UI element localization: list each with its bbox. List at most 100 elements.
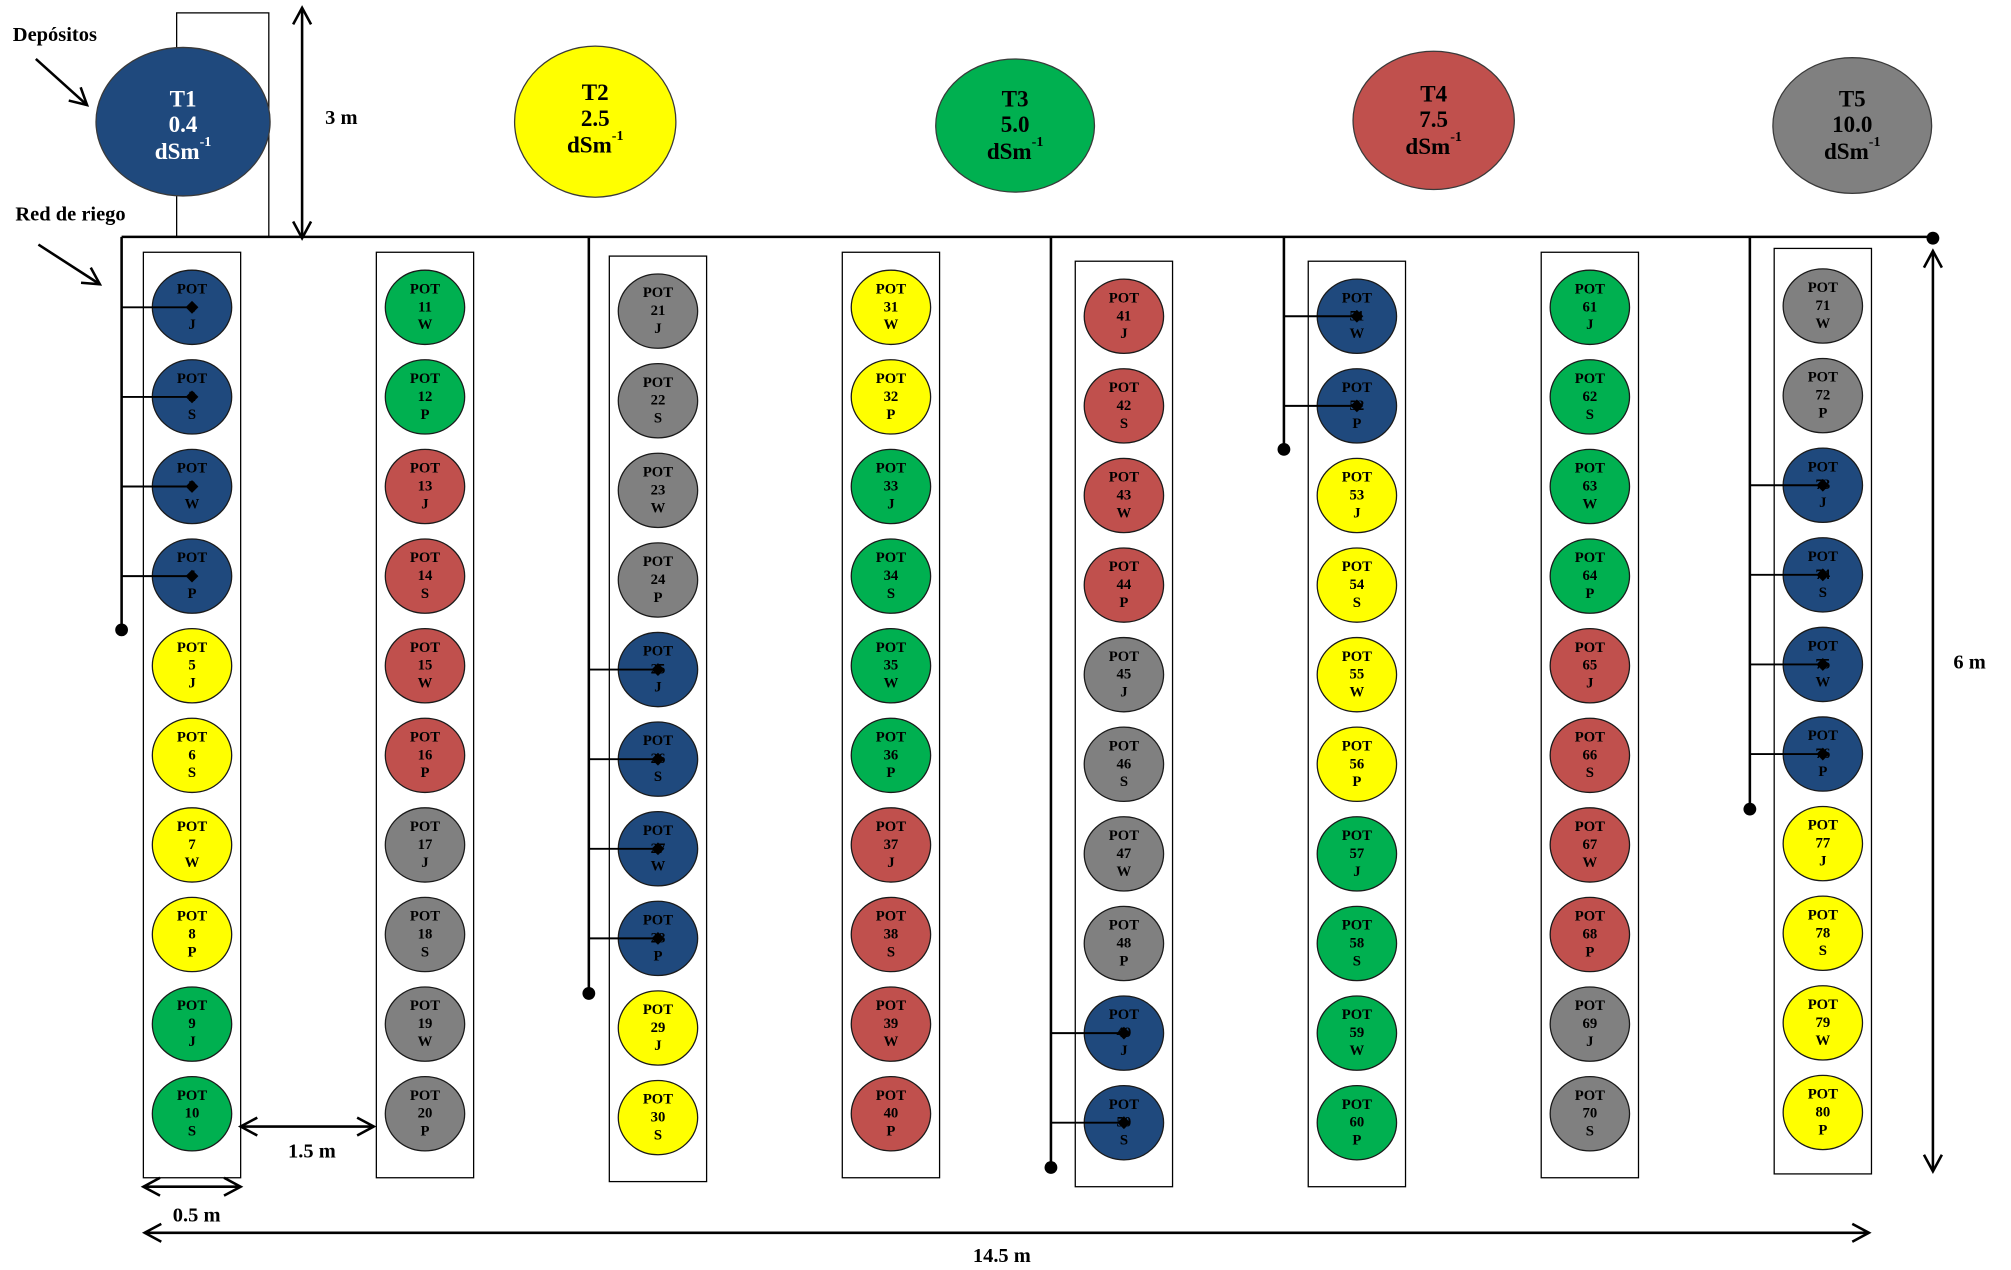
- pot-code: W: [1815, 674, 1830, 690]
- pot-code: W: [884, 1034, 899, 1050]
- pot-body: [1083, 905, 1165, 982]
- pot-number: 80: [1815, 1104, 1830, 1120]
- pot-body: [1782, 985, 1864, 1061]
- pot-number: 42: [1117, 398, 1132, 414]
- drip-emitter-pot-3: [185, 480, 199, 493]
- pot-label: POT: [876, 461, 906, 477]
- pot-code: S: [188, 1124, 196, 1140]
- pot-number: 70: [1582, 1106, 1597, 1122]
- pot-code: S: [887, 944, 895, 960]
- pot-body: [1782, 1074, 1864, 1151]
- pot-code: J: [1120, 685, 1127, 701]
- pot-number: 33: [884, 479, 899, 495]
- pot-body: [617, 990, 699, 1066]
- drip-emitter-pot-75: [1816, 658, 1830, 671]
- dimension-6m-label: 6 m: [1953, 651, 1985, 673]
- pot-body: [384, 807, 466, 883]
- tank-ec-value: 7.5: [1419, 106, 1448, 132]
- pot-column-3: POT21JPOT22SPOT23WPOT24PPOT25JPOT26SPOT2…: [608, 255, 708, 1183]
- pot-number: 39: [884, 1016, 899, 1032]
- pot-body: [384, 717, 466, 794]
- dimension-14-5m-head-right: [1851, 1222, 1872, 1243]
- tank-ec-unit: dSm-1: [155, 134, 212, 164]
- drip-emitter-pot-51: [1350, 309, 1364, 323]
- pot-number: 36: [884, 747, 899, 763]
- pot-body: [1083, 278, 1165, 355]
- pot-code: J: [1586, 317, 1593, 333]
- pot-code: J: [1353, 864, 1360, 880]
- pot-body: [850, 538, 932, 614]
- pot-body: [617, 542, 699, 618]
- pot-code: S: [188, 407, 196, 423]
- pot-code: S: [1353, 595, 1361, 611]
- pot-code: S: [421, 944, 429, 960]
- pot-label: POT: [643, 644, 673, 660]
- pot-number: 54: [1350, 577, 1365, 593]
- pot-label: POT: [177, 461, 207, 477]
- pot-label: POT: [643, 375, 673, 391]
- dimension-0-5m-head-right: [223, 1176, 244, 1197]
- tank-body: [1772, 57, 1933, 195]
- pot-code: S: [1586, 407, 1594, 423]
- pot-body: [1083, 547, 1165, 623]
- drip-emitter-pot-27: [651, 842, 665, 856]
- drip-lateral-column-1: [115, 236, 199, 637]
- pot-number: 15: [418, 658, 433, 674]
- pot-code: P: [1818, 764, 1827, 780]
- dimension-0-5m-label: 0.5 m: [173, 1204, 221, 1226]
- pot-code: J: [654, 679, 661, 695]
- pot-code: P: [1818, 406, 1827, 422]
- pot-number: 78: [1815, 925, 1830, 941]
- pot-number: 59: [1350, 1025, 1365, 1041]
- pot-label: POT: [1109, 290, 1139, 306]
- pot-number: 31: [884, 299, 899, 315]
- pot-code: W: [185, 496, 200, 512]
- pot-code: P: [1585, 944, 1594, 960]
- pot-body: [1316, 905, 1398, 982]
- pot-code: S: [421, 586, 429, 602]
- pot-label: POT: [410, 819, 440, 835]
- tank-ec-value: 2.5: [581, 105, 610, 131]
- main-line-end-cap: [1926, 231, 1940, 245]
- drip-emitter-pot-50: [1117, 1116, 1131, 1130]
- drip-emitter-pot-4: [185, 569, 199, 583]
- pot-code: S: [654, 411, 662, 427]
- pot-code: P: [1352, 416, 1361, 432]
- pot-code: P: [420, 1124, 429, 1140]
- pot-number: 5: [188, 658, 195, 674]
- pot-body: [151, 807, 233, 883]
- pot-body: [1316, 995, 1398, 1071]
- pot-code: J: [1120, 326, 1127, 342]
- tank-ec-unit-exponent: -1: [1450, 129, 1462, 145]
- pot-code: J: [654, 1038, 661, 1054]
- pot-body: [1782, 268, 1864, 344]
- pot-number: 63: [1582, 479, 1597, 495]
- pot-number: 37: [884, 837, 899, 853]
- pot-number: 34: [884, 568, 899, 584]
- pot-body: [1549, 807, 1631, 883]
- pot-column-4: POT31WPOT32PPOT33JPOT34SPOT35WPOT36PPOT3…: [841, 251, 941, 1179]
- pot-code: J: [887, 496, 894, 512]
- pot-code: J: [1353, 505, 1360, 521]
- drip-emitter-pot-76: [1816, 747, 1830, 761]
- pot-label: POT: [1808, 280, 1838, 296]
- drip-lateral-column-6: [1277, 236, 1364, 456]
- tank-ec-unit-exponent: -1: [200, 134, 212, 150]
- pot-code: J: [1120, 1043, 1127, 1059]
- pot-number: 18: [418, 927, 433, 943]
- pot-label: POT: [876, 729, 906, 745]
- pot-body: [617, 452, 699, 529]
- dimension-6m: 6 m: [1922, 248, 1986, 1175]
- dimension-14-5m-label: 14.5 m: [973, 1245, 1031, 1267]
- depositos-arrow-head: [68, 86, 90, 107]
- pot-column-8: POT71WPOT72PPOT73JPOT74SPOT75WPOT76PPOT7…: [1773, 247, 1873, 1175]
